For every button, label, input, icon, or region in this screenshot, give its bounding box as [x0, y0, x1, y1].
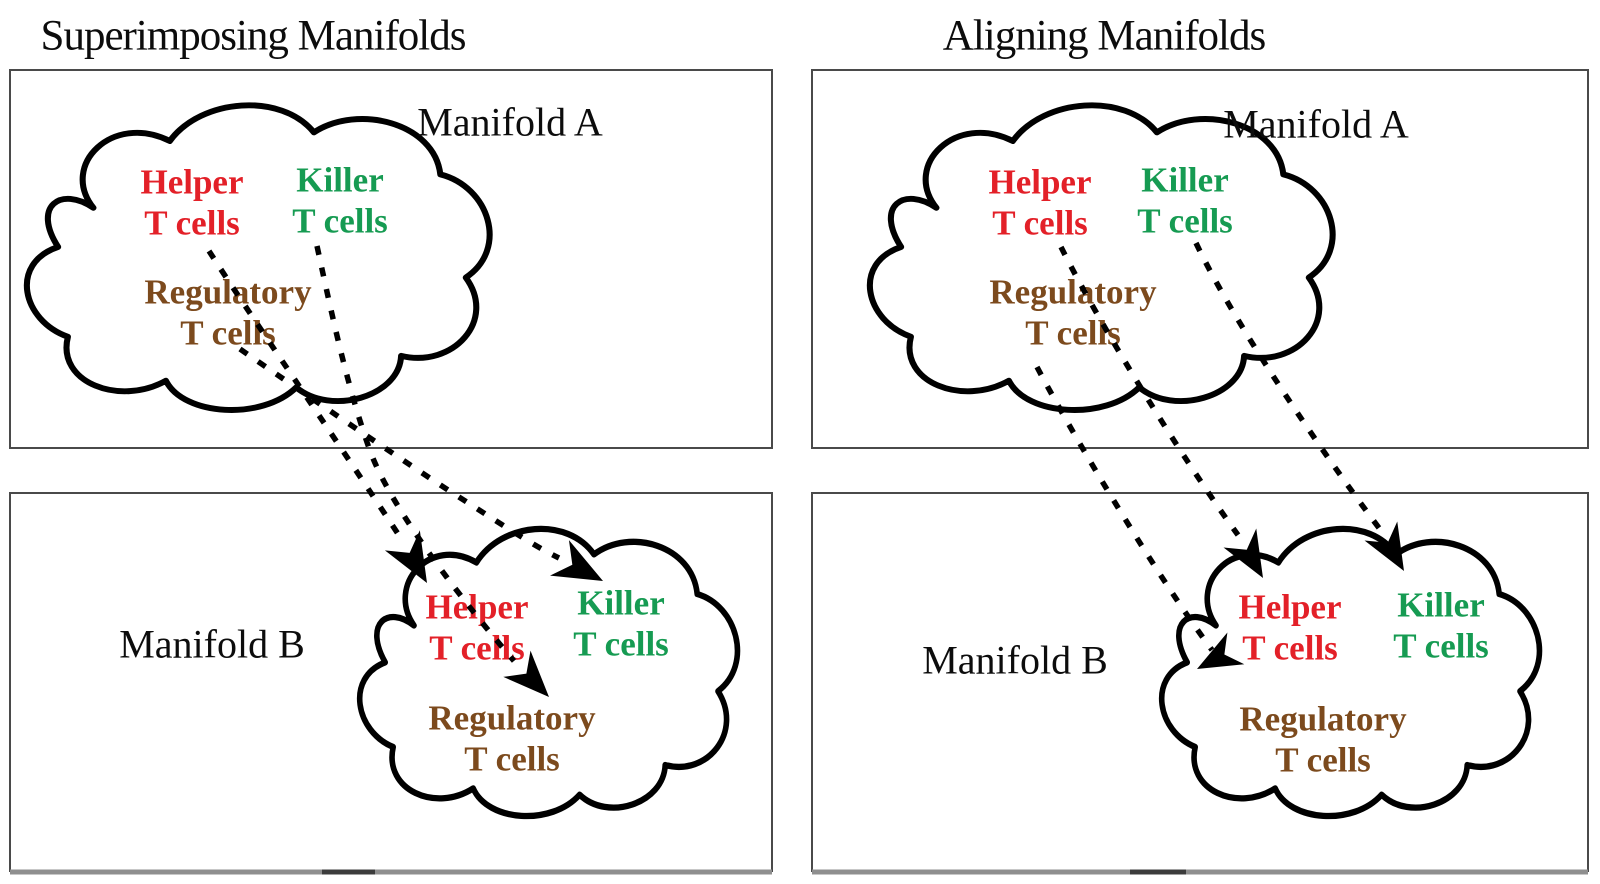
killer-tcells-label: Killer T cells [292, 160, 388, 241]
regulatory-tcells-label: Regulatory T cells [989, 272, 1157, 353]
arrowhead [384, 530, 445, 594]
regulatory-tcells-label: Regulatory T cells [428, 698, 596, 779]
killer-tcells-label: Killer T cells [1137, 160, 1233, 241]
arrowhead [1364, 521, 1421, 581]
killer-tcells-label: Killer T cells [573, 583, 669, 664]
correspondence-line-helper-left [206, 249, 405, 542]
killer-tcells-label: Killer T cells [1393, 585, 1489, 666]
manifold-b-label-left: Manifold B [119, 621, 305, 667]
regulatory-tcells-label: Regulatory T cells [144, 272, 312, 353]
correspondence-line-regulatory-right [1034, 365, 1215, 652]
regulatory-tcells-label: Regulatory T cells [1239, 699, 1407, 780]
correspondence-line-killer-right [1193, 241, 1382, 530]
manifold-b-label-right: Manifold B [922, 637, 1108, 683]
panel-title-aligning: Aligning Manifolds [942, 12, 1266, 60]
arrowhead [550, 540, 613, 599]
helper-tcells-label: Helper T cells [1238, 587, 1342, 668]
helper-tcells-label: Helper T cells [988, 162, 1092, 243]
panel-title-superimposing: Superimposing Manifolds [40, 12, 467, 60]
correspondence-line-killer-to-regulatory-left [314, 245, 517, 663]
helper-tcells-label: Helper T cells [425, 587, 529, 668]
manifold-a-label-left: Manifold A [417, 99, 603, 145]
arrowhead [1223, 528, 1280, 588]
arrowhead [1188, 632, 1245, 685]
correspondence-line-helper-right [1058, 245, 1241, 537]
correspondence-line-regulatory-to-killer-left [238, 346, 561, 561]
helper-tcells-label: Helper T cells [140, 162, 244, 243]
manifold-a-label-right: Manifold A [1223, 101, 1409, 147]
